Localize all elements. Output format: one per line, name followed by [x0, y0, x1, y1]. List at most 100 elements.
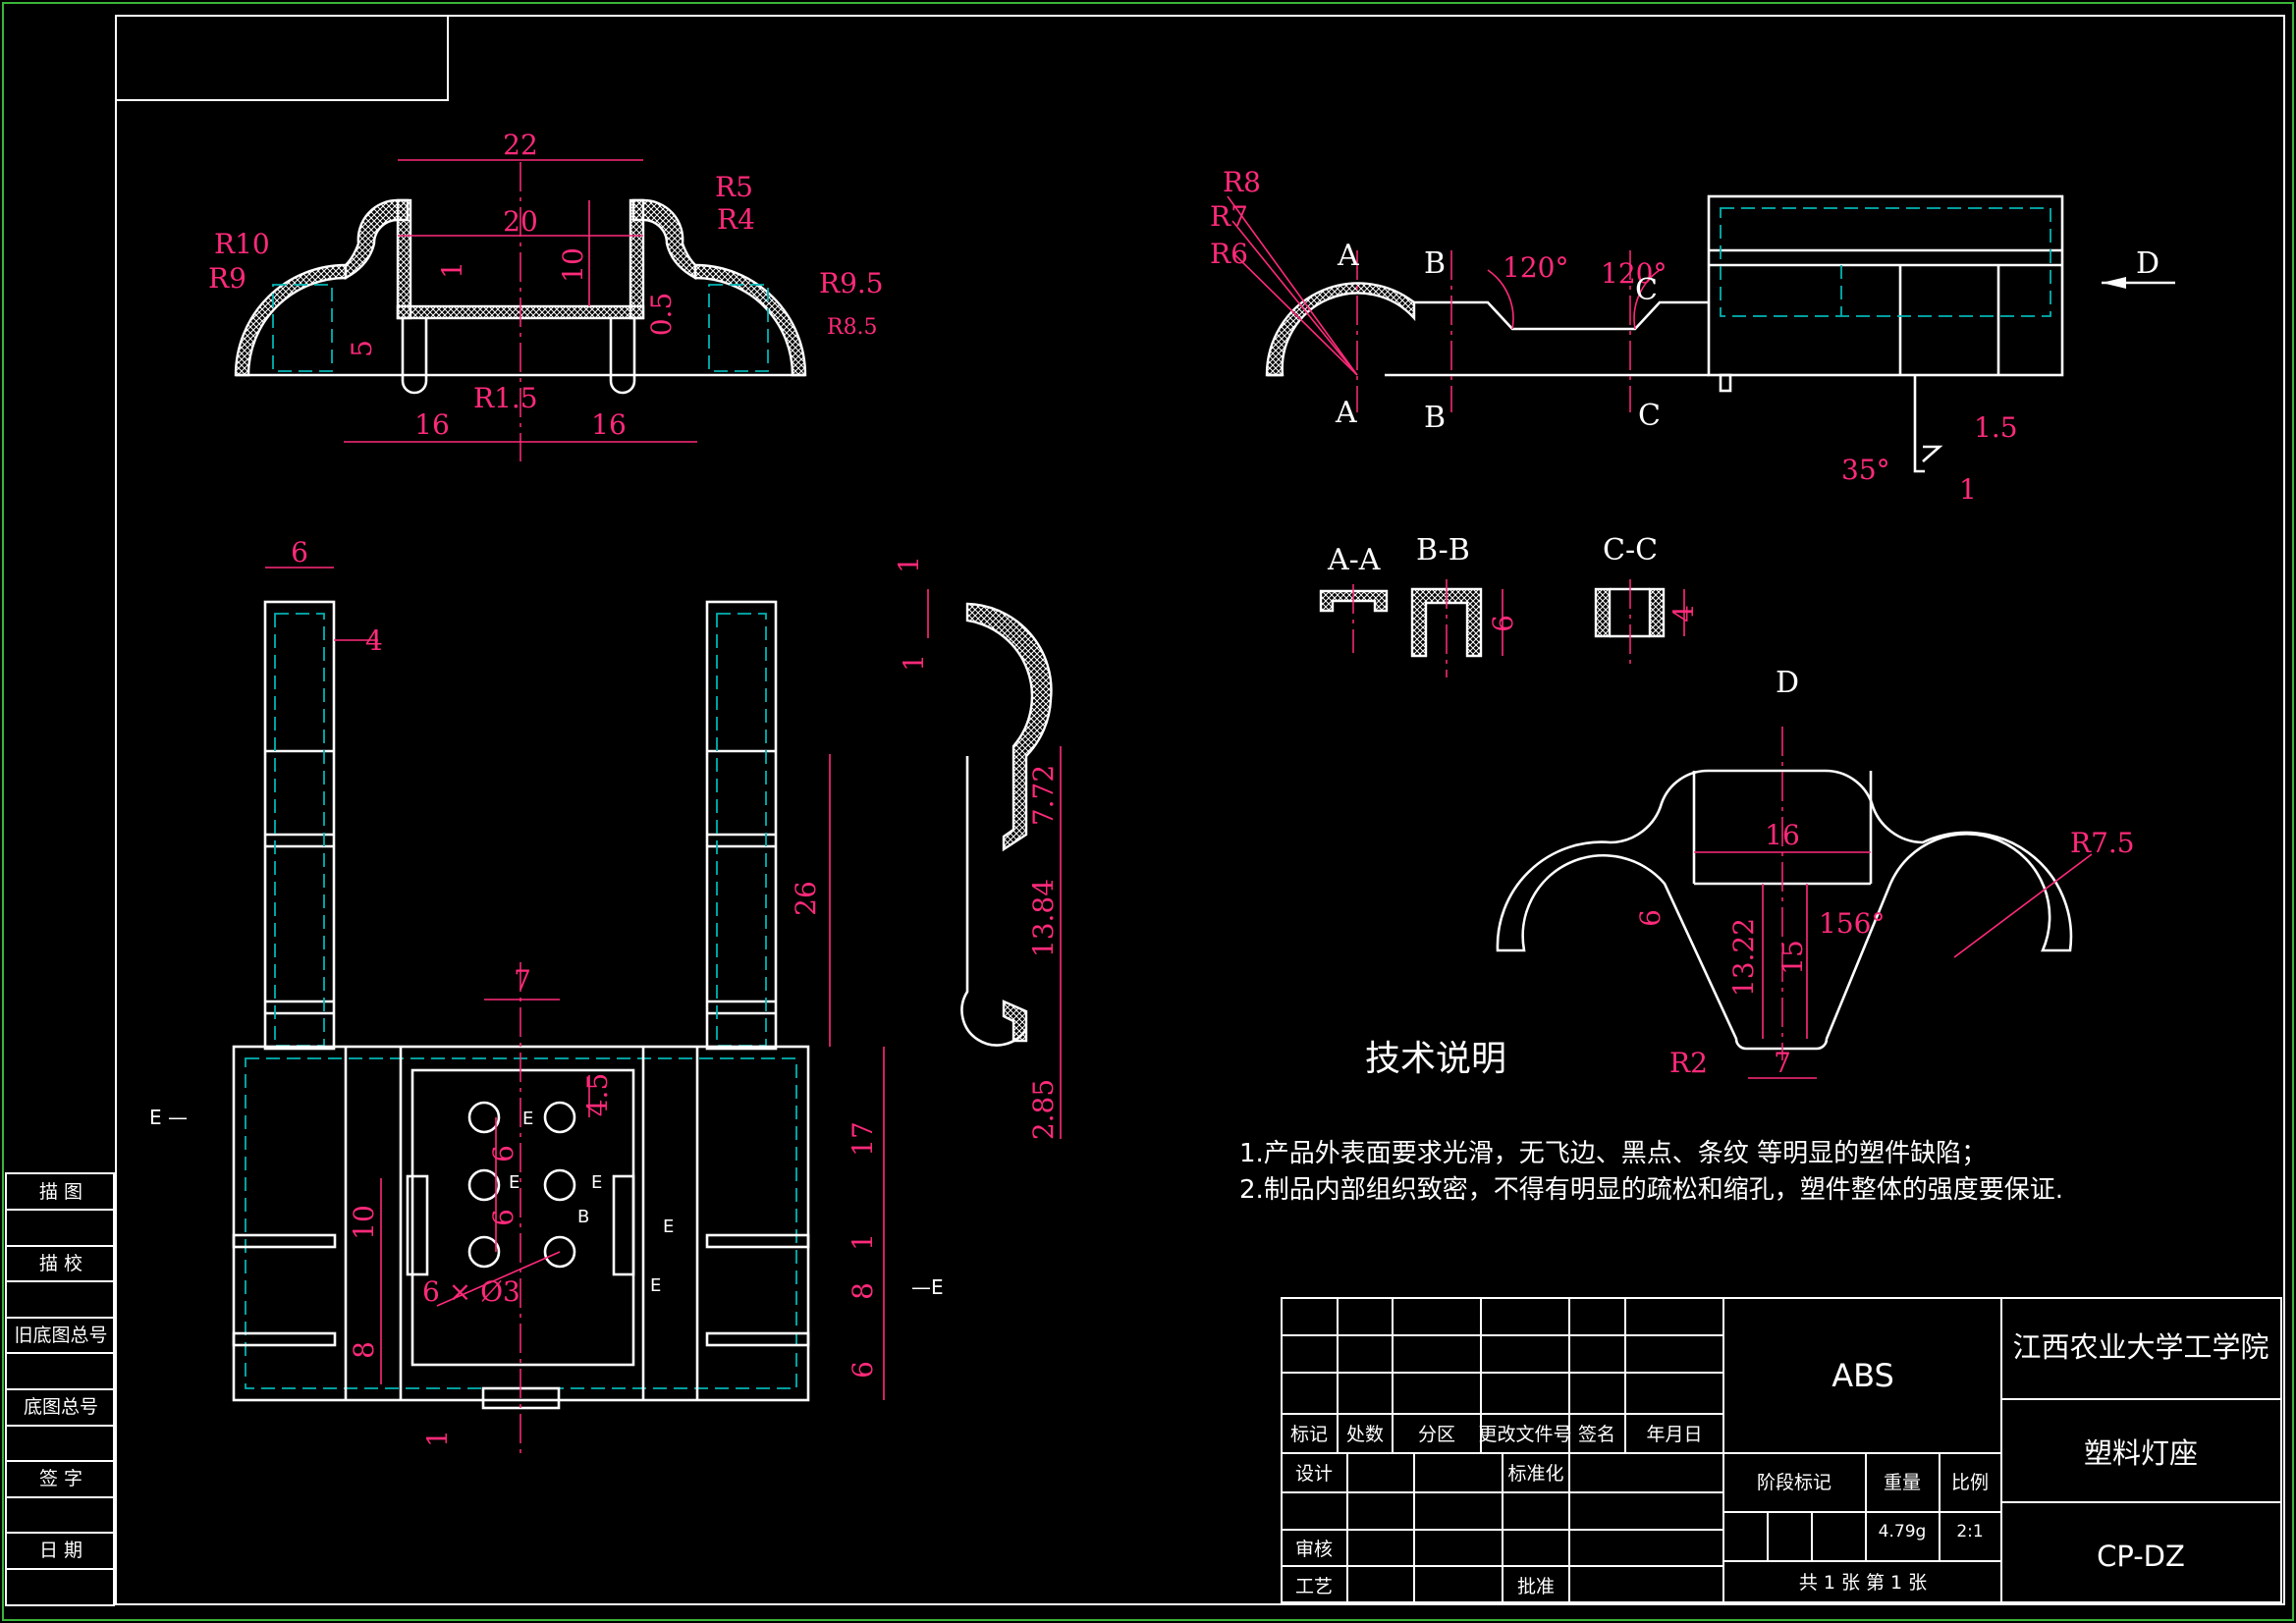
dim-r1-5: R1.5 [473, 382, 538, 414]
side-profile: 1 1 7.72 13.84 2.85 [893, 556, 1062, 1140]
label-e-mark-3: E [591, 1172, 602, 1193]
tb-header-0: 标记 [1290, 1424, 1328, 1445]
tb-drawing-no: CP-DZ [2097, 1540, 2185, 1573]
label-cut-e-left: E — [149, 1106, 188, 1129]
tb-design: 设计 [1295, 1463, 1333, 1485]
dim-10: 10 [557, 247, 589, 283]
dim-4-5: 4.5 [581, 1073, 614, 1117]
label-e-mark-1: E [522, 1109, 533, 1129]
top-section-view: 22 20 10 1 R5 R4 R10 R9 R9.5 R8.5 0.5 5 … [208, 129, 884, 461]
dim-1-plan-bottom: 1 [421, 1430, 454, 1447]
dim-8-plan-right: 8 [847, 1282, 879, 1300]
dim-8-plan-left: 8 [348, 1341, 380, 1359]
dim-r8: R8 [1223, 166, 1261, 198]
label-a-top: A [1337, 239, 1359, 273]
dim-1-profile-mid: 1 [898, 654, 930, 672]
dim-r6: R6 [1210, 238, 1248, 270]
label-section-aa: A-A [1327, 543, 1381, 577]
dim-1-profile-top: 1 [893, 556, 925, 573]
dim-7-view-d: 7 [1774, 1047, 1791, 1079]
tb-stage-mark: 阶段标记 [1757, 1472, 1831, 1493]
dim-16-right: 16 [591, 408, 627, 441]
dim-6-plan: 6 [291, 536, 308, 568]
side-strip-label-2: 旧底图总号 [14, 1325, 107, 1346]
label-cut-e-right: —E [911, 1275, 944, 1299]
dim-16-view-d: 16 [1765, 819, 1800, 851]
dim-1-plan-right: 1 [847, 1233, 879, 1251]
label-b-top: B [1424, 246, 1446, 281]
dim-26: 26 [790, 881, 822, 916]
dim-r10: R10 [214, 228, 270, 260]
tb-weight: 4.79g [1879, 1522, 1927, 1542]
dim-0-5: 0.5 [645, 293, 678, 337]
sections: A-A B-B C-C 6 4 [1319, 533, 1700, 677]
tb-header-5: 年月日 [1646, 1424, 1702, 1445]
tb-standardize: 标准化 [1507, 1463, 1563, 1485]
dim-10-plan: 10 [348, 1205, 380, 1240]
side-strip-label-0: 描 图 [39, 1181, 82, 1203]
dim-6-plan-right: 6 [847, 1361, 879, 1379]
tb-part-name: 塑料灯座 [2084, 1436, 2198, 1470]
dim-2-85: 2.85 [1027, 1079, 1060, 1140]
dim-1-tab: 1 [1959, 473, 1977, 506]
dim-holes: 6 × Ø3 [422, 1275, 520, 1308]
dim-15: 15 [1777, 940, 1809, 975]
dim-1-5: 1.5 [1974, 411, 2018, 444]
dim-r7-5: R7.5 [2070, 827, 2135, 859]
dim-120-right: 120° [1601, 257, 1667, 290]
dim-35-deg: 35° [1841, 454, 1890, 486]
front-view: R8 R7 R6 120° 120° 1.5 35° 1 A A B B C C… [1210, 166, 2175, 506]
notes-line-1: 1.产品外表面要求光滑，无飞边、黑点、条纹 等明显的塑件缺陷； [1239, 1139, 1987, 1168]
tb-header-4: 签名 [1578, 1424, 1615, 1445]
dim-section-c: 4 [1667, 605, 1700, 622]
label-d-arrow: D [2136, 246, 2159, 281]
label-e-mark-5: E [650, 1275, 661, 1296]
tb-process: 工艺 [1295, 1576, 1333, 1597]
side-strip-label-3: 底图总号 [24, 1396, 98, 1418]
dim-120-left: 120° [1503, 251, 1568, 284]
title-block: 标记 处数 分区 更改文件号 签名 年月日 设计 标准化 审核 工艺 批准 AB… [1281, 1297, 2282, 1603]
dim-r2: R2 [1669, 1047, 1708, 1079]
side-strip-label-4: 签 字 [39, 1468, 82, 1489]
dim-section-b: 6 [1487, 615, 1519, 632]
tb-header-2: 分区 [1418, 1424, 1455, 1445]
dim-r5: R5 [715, 171, 753, 203]
plan-view: 6 4 26 7 4.5 6 6 10 8 6 × Ø3 17 1 8 6 1 … [149, 536, 944, 1453]
dim-7-72: 7.72 [1027, 765, 1060, 826]
tb-scale: 2:1 [1956, 1522, 1983, 1542]
dim-r7: R7 [1210, 200, 1248, 233]
side-strip-label-5: 日 期 [39, 1540, 82, 1561]
dim-7-plan: 7 [514, 964, 531, 997]
tb-review: 审核 [1295, 1539, 1333, 1560]
label-e-mark-4: E [663, 1217, 674, 1237]
dim-16-left: 16 [414, 408, 450, 441]
tb-approve: 批准 [1517, 1576, 1555, 1597]
side-strip: 描 图 描 校 旧底图总号 底图总号 签 字 日 期 [5, 1172, 115, 1606]
label-b-bottom: B [1424, 401, 1446, 435]
label-view-d: D [1776, 666, 1799, 700]
tb-school: 江西农业大学工学院 [2012, 1330, 2269, 1364]
label-section-bb: B-B [1416, 533, 1470, 568]
label-section-cc: C-C [1603, 533, 1658, 568]
dim-1-top: 1 [436, 261, 468, 279]
technical-notes: 技术说明 1.产品外表面要求光滑，无飞边、黑点、条纹 等明显的塑件缺陷； 2.制… [1239, 1039, 2063, 1205]
dim-156-deg: 156° [1819, 907, 1885, 940]
dim-6-holes-bottom: 6 [487, 1209, 519, 1226]
notes-line-2: 2.制品内部组织致密，不得有明显的疏松和缩孔，塑件整体的强度要保证. [1239, 1175, 2063, 1205]
dim-17: 17 [847, 1121, 879, 1157]
tb-material: ABS [1831, 1357, 1894, 1394]
label-e-mark-2: E [509, 1172, 519, 1193]
dim-r9: R9 [208, 262, 246, 295]
tb-sheets: 共 1 张 第 1 张 [1799, 1572, 1927, 1594]
dim-22: 22 [503, 129, 538, 161]
label-a-bottom: A [1335, 396, 1357, 430]
dim-5: 5 [346, 340, 378, 357]
dim-4-plan: 4 [365, 624, 383, 657]
dim-6-view-d: 6 [1634, 909, 1667, 927]
dim-13-22: 13.22 [1727, 918, 1760, 997]
dim-r8-5: R8.5 [827, 315, 878, 340]
tb-weight-label: 重量 [1884, 1472, 1921, 1493]
dim-r9-5: R9.5 [819, 267, 884, 299]
